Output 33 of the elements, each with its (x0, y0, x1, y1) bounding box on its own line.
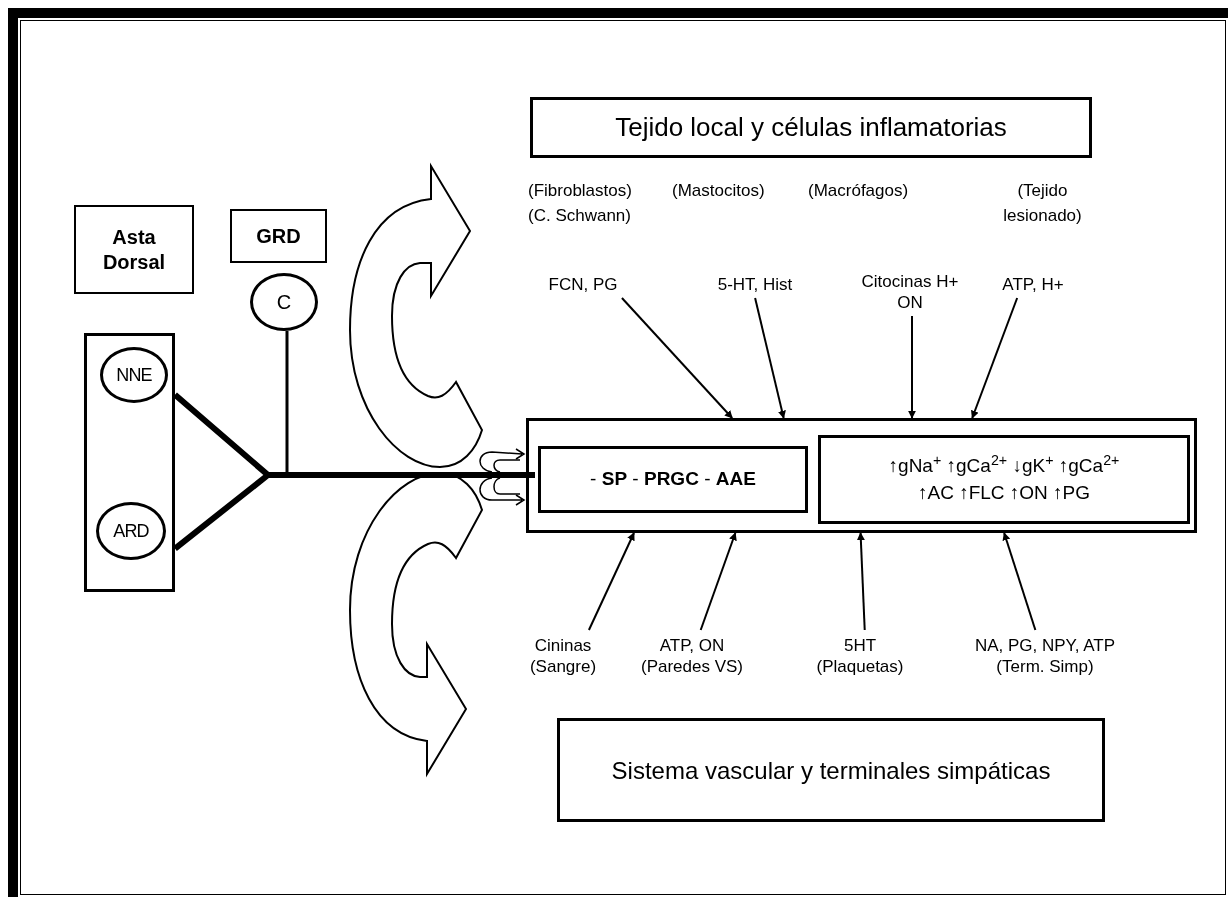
mediator-text: NA, PG, NPY, ATP (Term. Simp) (935, 630, 1155, 682)
source-label: (Macrófagos) (808, 180, 909, 202)
source-label: (Tejido lesionado) (1002, 180, 1083, 227)
arrow (971, 297, 1019, 419)
mediator-box: - SP - PRGC - AAE (538, 446, 808, 513)
arrow (856, 532, 866, 631)
cell-circle: C (250, 273, 318, 331)
cell-circle: NNE (100, 347, 168, 403)
arrow (699, 532, 737, 631)
mediator-text: 5HT (Plaquetas) (790, 630, 930, 682)
mediator-text: ATP, H+ (978, 272, 1088, 298)
source-label: (Fibroblastos) (528, 180, 632, 202)
terminal-box (526, 418, 1197, 533)
mediator-text: FCN, PG (528, 272, 638, 298)
cell-circle: ARD (96, 502, 166, 560)
source-label: (Mastocitos) (672, 180, 765, 202)
label-box: GRD (230, 209, 327, 263)
mediator-text: ATP, ON (Paredes VS) (612, 630, 772, 682)
heading-box: Sistema vascular y terminales simpáticas (557, 718, 1105, 822)
heading-box: Tejido local y células inflamatorias (530, 97, 1092, 158)
mediator-text: Citocinas H+ ON (855, 268, 965, 316)
arrow (587, 532, 635, 631)
mediator-text: 5-HT, Hist (690, 272, 820, 298)
arrow (1002, 532, 1037, 631)
arrow (754, 297, 786, 419)
mediator-text: Cininas (Sangre) (518, 630, 608, 682)
nerve-line (172, 391, 538, 552)
arrow (908, 315, 916, 419)
region-box (84, 333, 175, 592)
arrow (620, 297, 734, 419)
label-box: Asta Dorsal (74, 205, 194, 294)
effects-box: ↑gNa$^{+}$ ↑gCa$^{2+}$ ↓gK$^{+}$ ↑gCa$^{2+}$ ↑AC ↑FLC ↑ON ↑PG (818, 435, 1190, 524)
source-label: (C. Schwann) (528, 205, 631, 227)
